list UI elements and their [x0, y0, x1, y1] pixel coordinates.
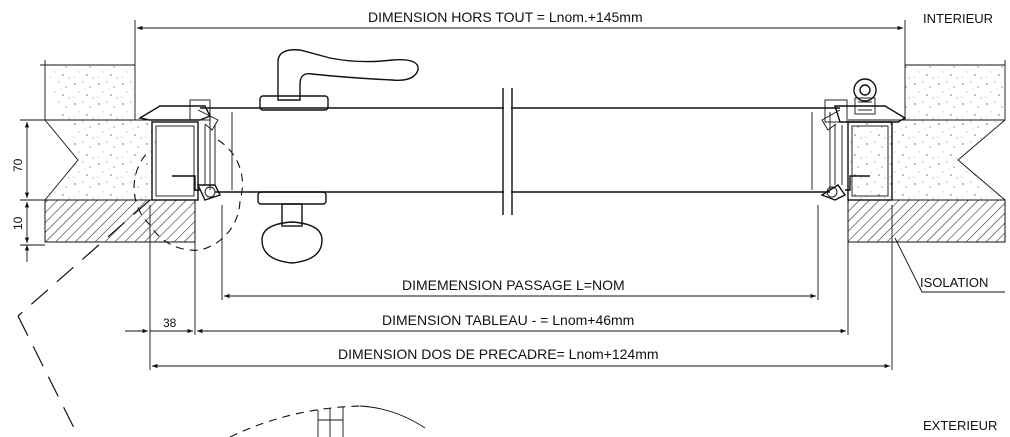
dim-hors-tout: DIMENSION HORS TOUT = Lnom.+145mm	[368, 9, 643, 25]
door-swing	[17, 139, 426, 437]
left-frame-profile	[138, 99, 221, 201]
dim-tableau: DIMENSION TABLEAU - = Lnom+46mm	[382, 312, 634, 328]
right-frame-profile	[820, 78, 907, 201]
label-interieur: INTERIEUR	[923, 11, 993, 26]
dim-passage: DIMEMENSION PASSAGE L=NOM	[402, 277, 625, 293]
dim-10: 10	[11, 216, 25, 230]
right-wall-insulation	[847, 199, 1006, 243]
dim-70: 70	[11, 158, 25, 172]
label-isolation: ISOLATION	[920, 275, 988, 290]
door-leaf	[200, 88, 840, 215]
left-wall-insulation	[44, 199, 196, 243]
lever-handle	[259, 49, 419, 111]
label-exterieur: EXTERIEUR	[923, 418, 997, 433]
knob-handle	[257, 191, 327, 264]
right-wall-concrete	[848, 20, 1006, 201]
dim-dos-precadre: DIMENSION DOS DE PRECADRE= Lnom+124mm	[338, 346, 659, 362]
left-wall-concrete	[20, 20, 160, 201]
dim-38: 38	[163, 316, 177, 330]
dimension-lines	[20, 25, 1005, 370]
